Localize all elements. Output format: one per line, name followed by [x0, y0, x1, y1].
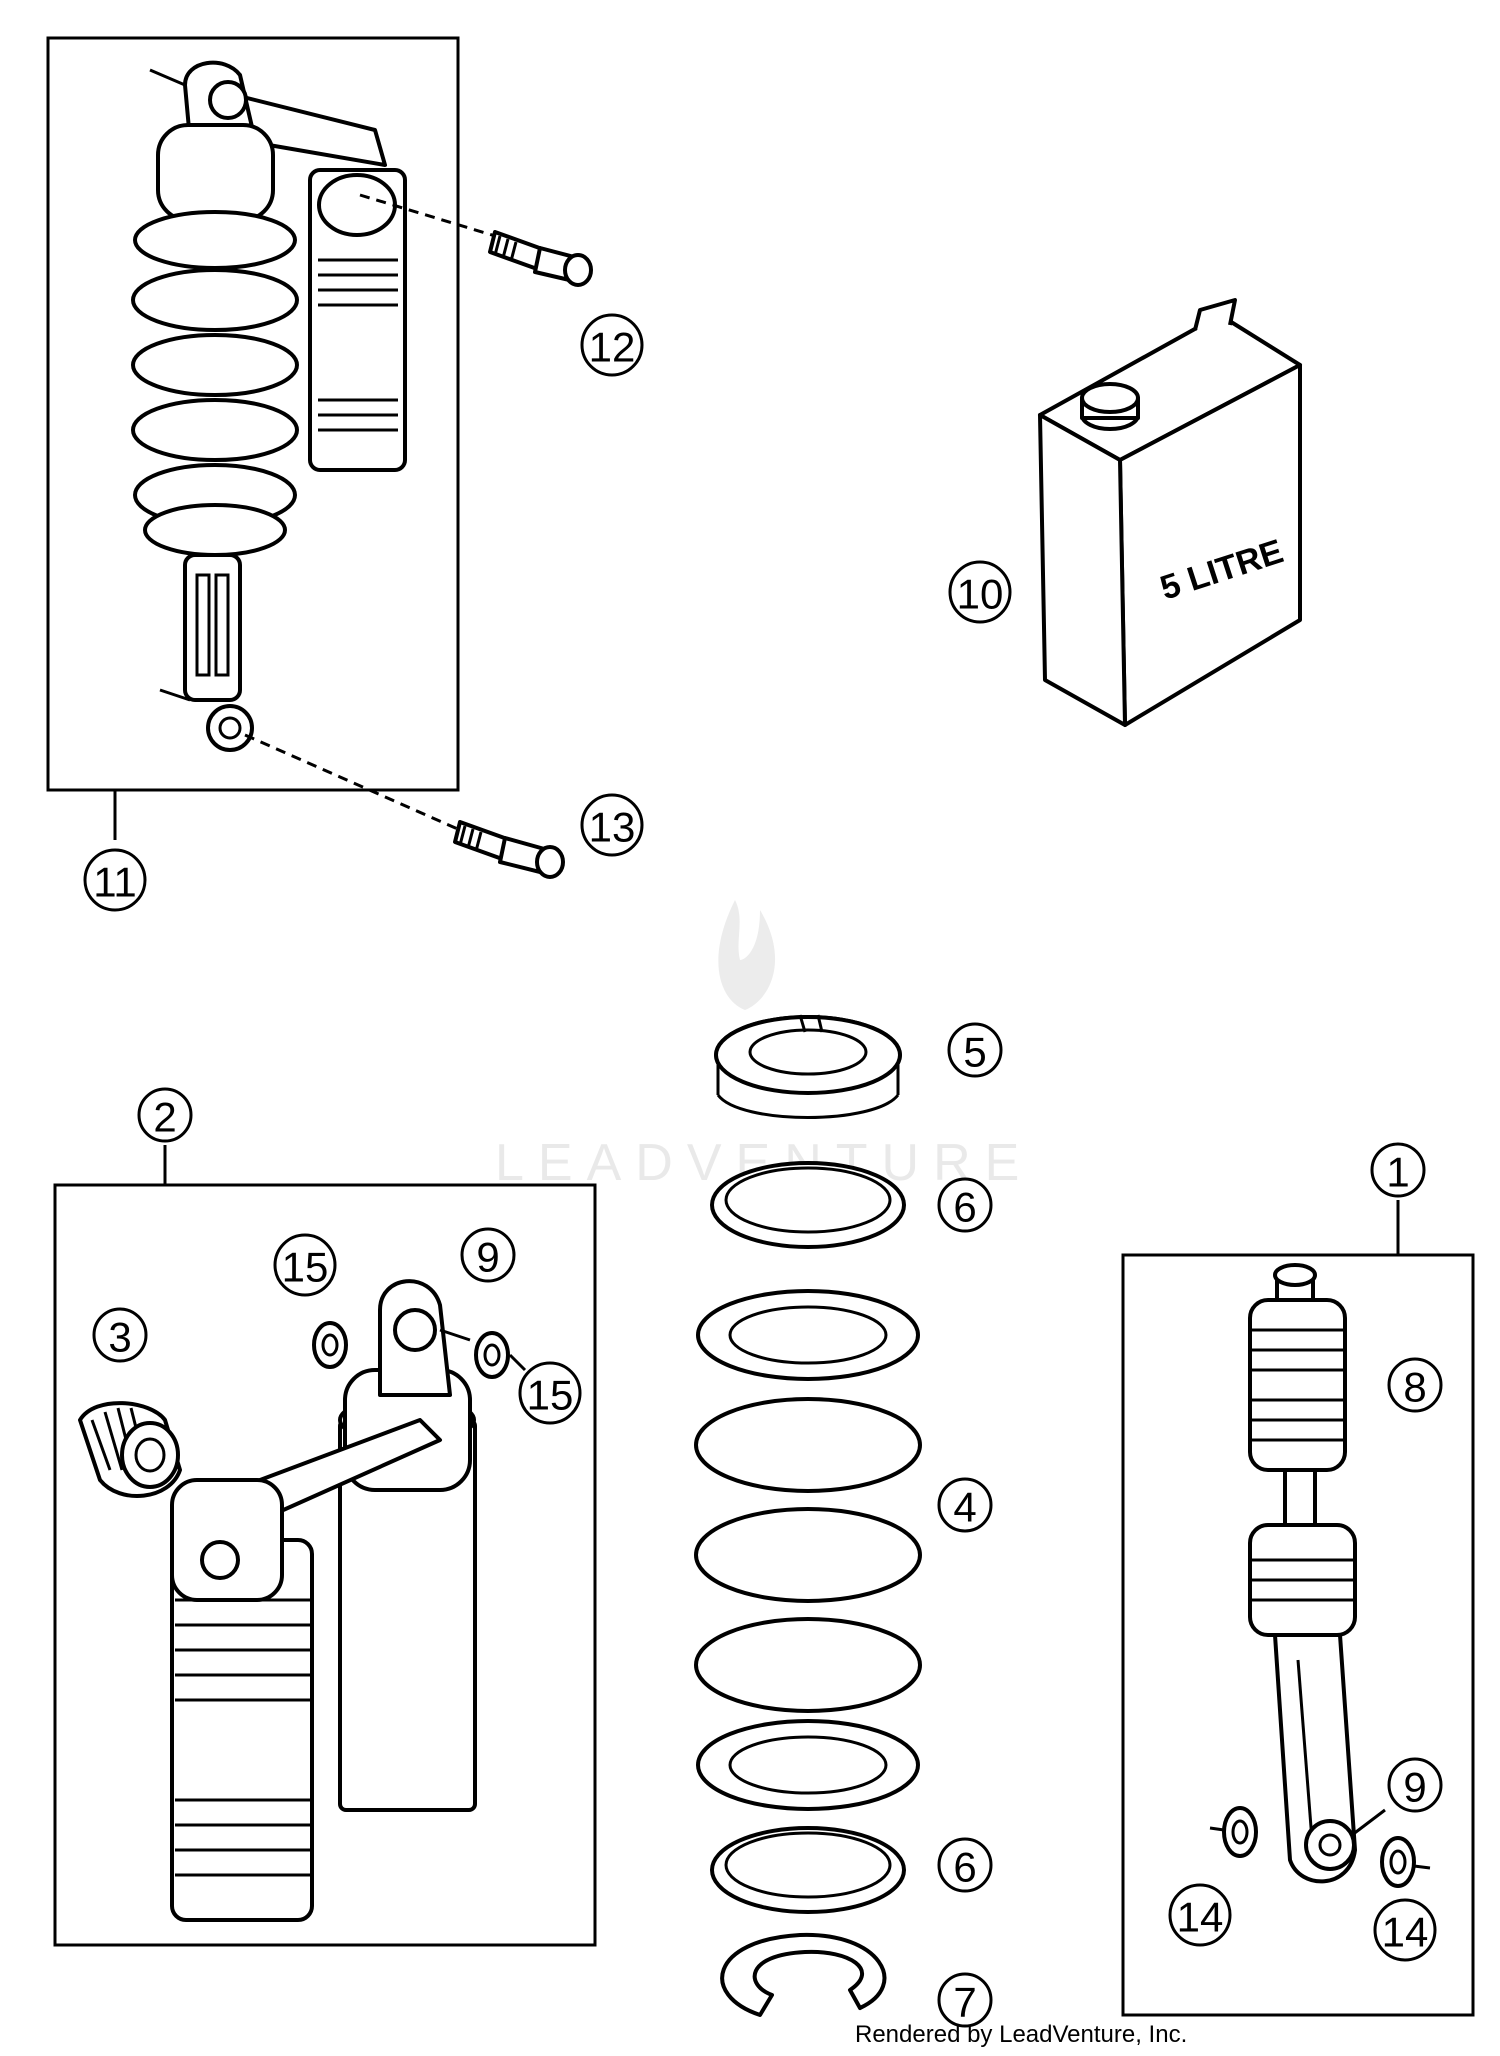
callout-6-upper: 6: [937, 1177, 993, 1233]
callout-13: 13: [580, 793, 644, 857]
callout-6-lower-number: 6: [953, 1844, 976, 1891]
callout-14-right: 14: [1373, 1898, 1437, 1962]
callout-2-number: 2: [153, 1094, 176, 1141]
shock-absorber-assembly-11[interactable]: [46, 36, 460, 840]
callout-2: 2: [137, 1087, 193, 1143]
callout-11-number: 11: [93, 859, 137, 906]
callout-6-lower: 6: [937, 1837, 993, 1893]
callout-1-number: 1: [1386, 1149, 1409, 1196]
bushing-14-right[interactable]: [1380, 1836, 1416, 1888]
spring-washer-6-lower[interactable]: [710, 1826, 906, 1914]
callout-12: 12: [580, 313, 644, 377]
callout-4-number: 4: [953, 1484, 976, 1531]
bushing-15-right[interactable]: [474, 1331, 510, 1379]
callout-9-left-number: 9: [476, 1234, 499, 1281]
callout-10: 10: [948, 560, 1012, 624]
callout-12-number: 12: [589, 324, 636, 371]
bushing-14-left[interactable]: [1222, 1806, 1258, 1858]
callout-5-number: 5: [963, 1029, 986, 1076]
callout-3: 3: [92, 1307, 148, 1363]
bushing-15-left[interactable]: [312, 1321, 348, 1369]
callout-15-right-number: 15: [527, 1372, 574, 1419]
oil-container-10[interactable]: 5 LITRE: [1038, 298, 1302, 727]
callout-14-left-number: 14: [1177, 1894, 1224, 1941]
callout-13-number: 13: [589, 804, 636, 851]
callout-15-left: 15: [273, 1233, 337, 1297]
callout-5: 5: [947, 1022, 1003, 1078]
callout-4: 4: [937, 1477, 993, 1533]
render-credit: Rendered by LeadVenture, Inc.: [855, 2021, 1187, 2048]
callout-7: 7: [937, 1972, 993, 2028]
callout-1: 1: [1370, 1142, 1426, 1198]
callout-11: 11: [83, 848, 147, 912]
callout-3-number: 3: [108, 1314, 131, 1361]
callout-14-left: 14: [1168, 1883, 1232, 1947]
callout-14-right-number: 14: [1382, 1909, 1429, 1956]
callout-9-right: 9: [1387, 1757, 1443, 1813]
callout-10-number: 10: [957, 571, 1004, 618]
callout-15-right: 15: [518, 1361, 582, 1425]
callout-15-left-number: 15: [282, 1244, 329, 1291]
shock-spring-4[interactable]: [694, 1289, 922, 1811]
shock-body-assembly-2[interactable]: [53, 1145, 597, 1947]
bolt-13[interactable]: [453, 820, 565, 879]
callout-9-left: 9: [460, 1227, 516, 1283]
adjuster-3[interactable]: [78, 1401, 182, 1498]
callout-7-number: 7: [953, 1979, 976, 2026]
adjuster-nut-5[interactable]: [714, 1014, 902, 1119]
callout-8-number: 8: [1403, 1364, 1426, 1411]
callout-9-right-number: 9: [1403, 1764, 1426, 1811]
callout-8: 8: [1387, 1357, 1443, 1413]
callout-6-upper-number: 6: [953, 1184, 976, 1231]
bolt-12[interactable]: [488, 230, 593, 287]
spring-retainer-7[interactable]: [720, 1932, 887, 2017]
damper-assembly-1[interactable]: [1121, 1200, 1475, 2017]
spring-washer-6-upper[interactable]: [710, 1161, 906, 1249]
